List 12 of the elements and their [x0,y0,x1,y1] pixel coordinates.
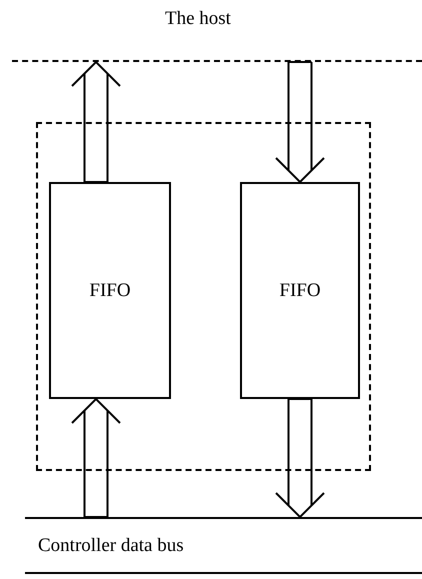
host-label: The host [165,8,231,30]
data-bus-band [25,517,422,574]
fifo-box [49,182,171,399]
fifo-label: FIFO [278,278,322,302]
wide-arrow [71,60,121,183]
wide-arrow [71,398,121,518]
fifo-box [240,182,360,399]
wide-arrow [275,398,325,518]
fifo-label: FIFO [88,278,132,302]
bus-label: Controller data bus [38,535,184,557]
dashed-enclosure [36,122,371,471]
wide-arrow [275,61,325,184]
